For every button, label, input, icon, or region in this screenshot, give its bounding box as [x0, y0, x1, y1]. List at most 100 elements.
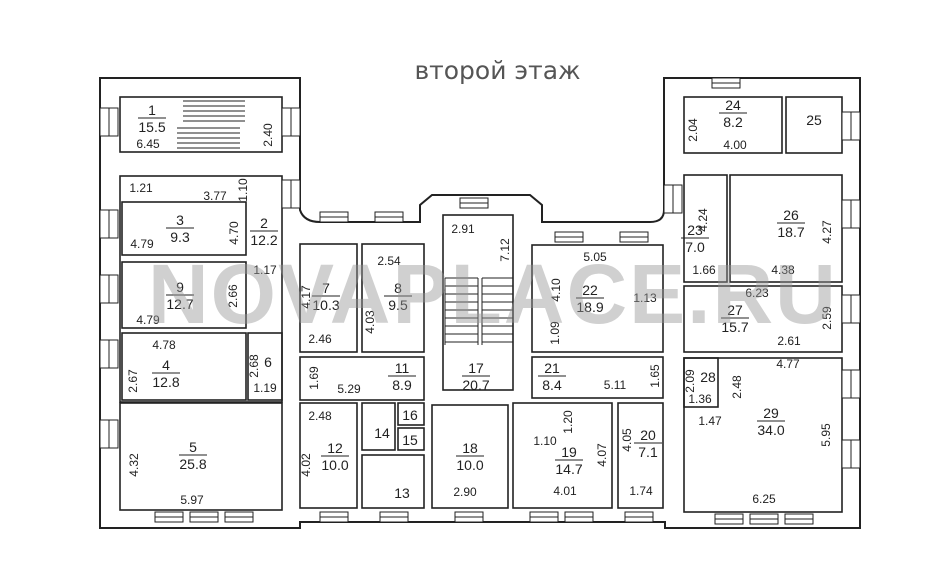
- room-area: 8.4: [542, 377, 562, 393]
- room-area: 25.8: [179, 456, 206, 472]
- room-area: 20.7: [462, 377, 489, 393]
- room-area: 15.5: [138, 119, 165, 135]
- room-area: 34.0: [757, 422, 784, 438]
- room-area: 18.7: [777, 224, 804, 240]
- room-number: 23: [687, 222, 703, 238]
- floor-title: второй этаж: [414, 56, 581, 85]
- room-22: [531, 244, 664, 353]
- dimension-label: 1.65: [648, 364, 662, 388]
- room-19: [512, 402, 613, 509]
- dimension-label: 3.77: [203, 189, 227, 203]
- dimension-label: 4.02: [299, 453, 313, 477]
- room-area: 12.8: [152, 374, 179, 390]
- dimension-label: 5.29: [337, 382, 361, 396]
- room-16: [397, 402, 425, 426]
- room-area: 10.3: [312, 297, 339, 313]
- dimension-label: 4.24: [696, 208, 710, 232]
- dimension-label: 5.05: [583, 250, 607, 264]
- dimension-label: 2.04: [686, 118, 700, 142]
- dimension-label: 4.00: [723, 138, 747, 152]
- dimension-label: 4.78: [152, 338, 176, 352]
- room-area: 18.9: [576, 299, 603, 315]
- dimension-label: 1.19: [253, 381, 277, 395]
- dimension-label: 4.79: [130, 237, 154, 251]
- room-number: 1: [148, 102, 156, 118]
- dimension-label: 6.23: [745, 286, 769, 300]
- dimension-label: 1.10: [533, 434, 557, 448]
- room-29: [683, 357, 843, 513]
- dimension-label: 2.90: [453, 485, 477, 499]
- dimension-label: 4.10: [549, 278, 563, 302]
- room-number: 8: [394, 280, 402, 296]
- room-12: [299, 402, 358, 509]
- dimension-label: 5.97: [180, 493, 204, 507]
- room-number: 4: [162, 357, 170, 373]
- dimension-label: 4.27: [820, 220, 834, 244]
- room-14: [361, 402, 396, 451]
- room-number: 22: [582, 282, 598, 298]
- room-number: 20: [640, 427, 656, 443]
- dimension-label: 5.95: [819, 423, 833, 447]
- room-23: [683, 174, 728, 283]
- room-number: 3: [176, 212, 184, 228]
- dimension-label: 2.54: [377, 254, 401, 268]
- dimension-label: 1.10: [236, 178, 250, 202]
- dimension-label: 4.38: [771, 263, 795, 277]
- room-21: [531, 356, 664, 399]
- room-number: 14: [374, 425, 390, 441]
- room-area: 9.3: [170, 229, 190, 245]
- dimension-label: 2.46: [308, 332, 332, 346]
- room-7: [299, 243, 358, 353]
- room-area: 8.2: [723, 114, 743, 130]
- room-24: [683, 96, 783, 154]
- dimension-label: 2.48: [308, 409, 332, 423]
- room-number: 5: [189, 439, 197, 455]
- room-area: 9.5: [388, 297, 408, 313]
- dimension-label: 7.12: [498, 238, 512, 262]
- dimension-label: 4.01: [553, 484, 577, 498]
- room-area: 8.9: [392, 377, 412, 393]
- staircase: [177, 100, 513, 345]
- room-3: [121, 201, 247, 256]
- dimension-label: 1.74: [629, 484, 653, 498]
- room-number: 16: [402, 407, 418, 423]
- room-15: [397, 427, 425, 451]
- dimension-label: 4.77: [776, 357, 800, 371]
- room-2-corridor: [119, 175, 283, 403]
- room-area: 7.0: [685, 239, 705, 255]
- room-number: 25: [806, 112, 822, 128]
- dimension-label: 2.66: [226, 284, 240, 308]
- dimension-label: 1.20: [561, 410, 575, 434]
- dimension-label: 1.47: [698, 414, 722, 428]
- dimension-label: 2.67: [126, 369, 140, 393]
- room-number: 11: [395, 360, 410, 376]
- room-11: [299, 356, 425, 401]
- room-28: [683, 357, 719, 408]
- room-labels: 115.5212.239.3912.7412.8525.8710.389.511…: [126, 97, 834, 507]
- dimension-label: 4.07: [595, 443, 609, 467]
- room-8: [361, 243, 425, 353]
- room-number: 24: [725, 97, 741, 113]
- dimension-label: 4.03: [363, 310, 377, 334]
- dimension-label: 1.69: [307, 366, 321, 390]
- room-number: 17: [468, 360, 484, 376]
- dimension-label: 2.59: [820, 306, 834, 330]
- dimension-label: 2.68: [247, 354, 261, 378]
- dimension-label: 2.09: [683, 369, 697, 393]
- room-area: 12.2: [250, 232, 277, 248]
- room-number: 6: [264, 354, 272, 370]
- room-number: 12: [327, 440, 343, 456]
- room-number: 13: [394, 485, 410, 501]
- dimension-label: 2.48: [730, 375, 744, 399]
- room-20: [617, 402, 664, 509]
- dimension-label: 5.11: [604, 378, 627, 392]
- room-number: 9: [176, 279, 184, 295]
- room-6: [247, 332, 283, 401]
- room-area: 7.1: [638, 444, 658, 460]
- dimension-label: 1.09: [548, 321, 562, 345]
- room-area: 15.7: [721, 319, 748, 335]
- room-9: [121, 261, 247, 329]
- windows: [99, 77, 861, 525]
- dimension-label: 4.17: [299, 285, 313, 309]
